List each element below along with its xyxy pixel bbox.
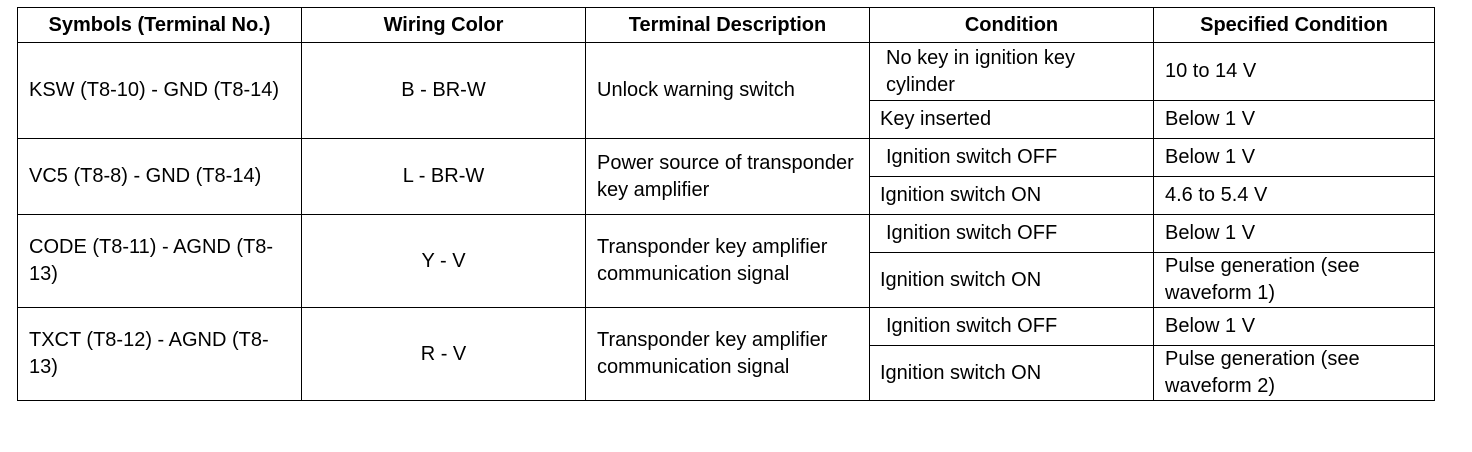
cell-condition: Ignition switch OFF xyxy=(869,307,1154,346)
cell-specified-condition: 10 to 14 V xyxy=(1153,42,1435,101)
cell-terminal-description: Power source of transponder key amplifie… xyxy=(585,138,870,215)
cell-symbols: TXCT (T8-12) - AGND (T8-13) xyxy=(17,307,302,401)
table-row: TXCT (T8-12) - AGND (T8-13) R - V Transp… xyxy=(17,307,1435,401)
cell-specified-condition: Below 1 V xyxy=(1153,138,1435,177)
cell-specified-condition: Pulse generation (see waveform 2) xyxy=(1153,345,1435,401)
header-terminal-description: Terminal Description xyxy=(585,7,870,43)
header-wiring-color: Wiring Color xyxy=(301,7,586,43)
cell-condition: Ignition switch ON xyxy=(869,345,1154,401)
header-condition: Condition xyxy=(869,7,1154,43)
cell-specified-condition: Below 1 V xyxy=(1153,307,1435,346)
terminal-spec-table: Symbols (Terminal No.) Wiring Color Term… xyxy=(17,7,1435,401)
cell-wiring-color: Y - V xyxy=(301,214,586,308)
table-row: Ignition switch ON Pulse generation (see… xyxy=(18,345,1435,401)
cell-symbols: KSW (T8-10) - GND (T8-14) xyxy=(17,42,302,139)
cell-condition: Key inserted xyxy=(869,100,1154,139)
table-row: CODE (T8-11) - AGND (T8-13) Y - V Transp… xyxy=(17,214,1435,308)
cell-specified-condition: Below 1 V xyxy=(1153,214,1435,253)
table-row: KSW (T8-10) - GND (T8-14) B - BR-W Unloc… xyxy=(17,42,1435,139)
cell-condition: Ignition switch OFF xyxy=(869,138,1154,177)
header-specified-condition: Specified Condition xyxy=(1153,7,1435,43)
table-row: VC5 (T8-8) - GND (T8-14) L - BR-W Power … xyxy=(17,138,1435,215)
cell-condition: Ignition switch ON xyxy=(869,176,1154,215)
cell-condition: No key in ignition key cylinder xyxy=(869,42,1154,101)
cell-symbols: CODE (T8-11) - AGND (T8-13) xyxy=(17,214,302,308)
cell-terminal-description: Unlock warning switch xyxy=(585,42,870,139)
cell-condition: Ignition switch OFF xyxy=(869,214,1154,253)
cell-wiring-color: R - V xyxy=(301,307,586,401)
header-symbols: Symbols (Terminal No.) xyxy=(17,7,302,43)
cell-terminal-description: Transponder key amplifier communication … xyxy=(585,214,870,308)
table-header-row: Symbols (Terminal No.) Wiring Color Term… xyxy=(17,7,1435,43)
cell-condition: Ignition switch ON xyxy=(869,252,1154,308)
cell-wiring-color: L - BR-W xyxy=(301,138,586,215)
cell-specified-condition: Pulse generation (see waveform 1) xyxy=(1153,252,1435,308)
cell-wiring-color: B - BR-W xyxy=(301,42,586,139)
table-row: Key inserted Below 1 V xyxy=(18,100,1435,139)
cell-specified-condition: 4.6 to 5.4 V xyxy=(1153,176,1435,215)
cell-terminal-description: Transponder key amplifier communication … xyxy=(585,307,870,401)
cell-specified-condition: Below 1 V xyxy=(1153,100,1435,139)
table-row: Ignition switch ON Pulse generation (see… xyxy=(18,252,1435,308)
table-row: Ignition switch ON 4.6 to 5.4 V xyxy=(18,176,1435,215)
cell-symbols: VC5 (T8-8) - GND (T8-14) xyxy=(17,138,302,215)
